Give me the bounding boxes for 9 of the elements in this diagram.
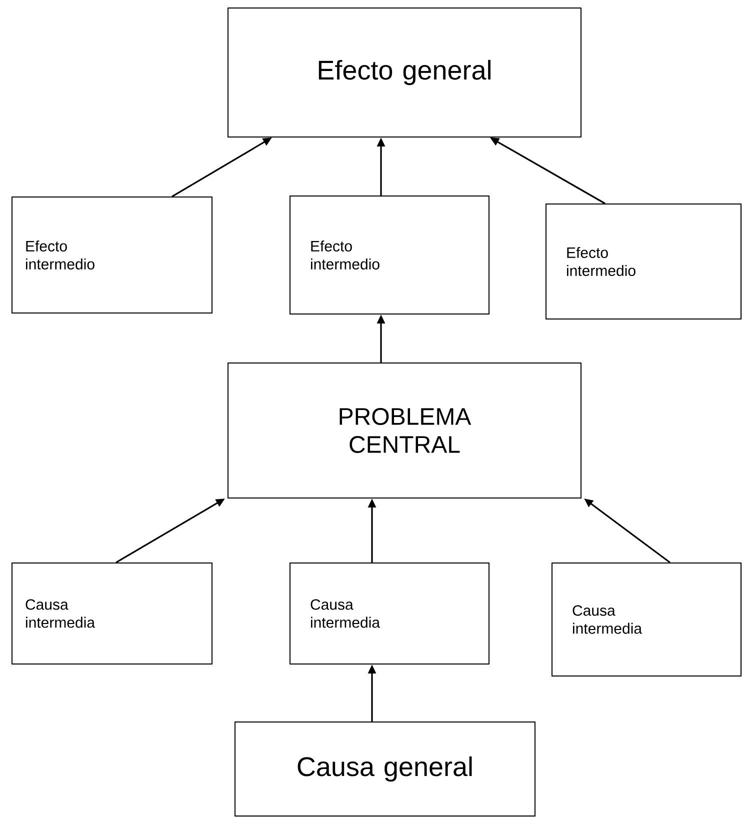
- effect-box: Efecto intermedio: [12, 196, 212, 314]
- cause-box: Causa intermedia: [12, 562, 212, 664]
- problem-box: PROBLEMA CENTRAL: [228, 362, 582, 498]
- effect-box: Efecto intermedio: [546, 204, 742, 320]
- cause-box: Causa general: [234, 722, 536, 816]
- cause-box: Causa intermedia: [290, 562, 490, 664]
- effect-box: Efecto general: [228, 8, 582, 138]
- effect-box: Efecto intermedio: [290, 196, 490, 314]
- cause-box: Causa intermedia: [552, 562, 742, 676]
